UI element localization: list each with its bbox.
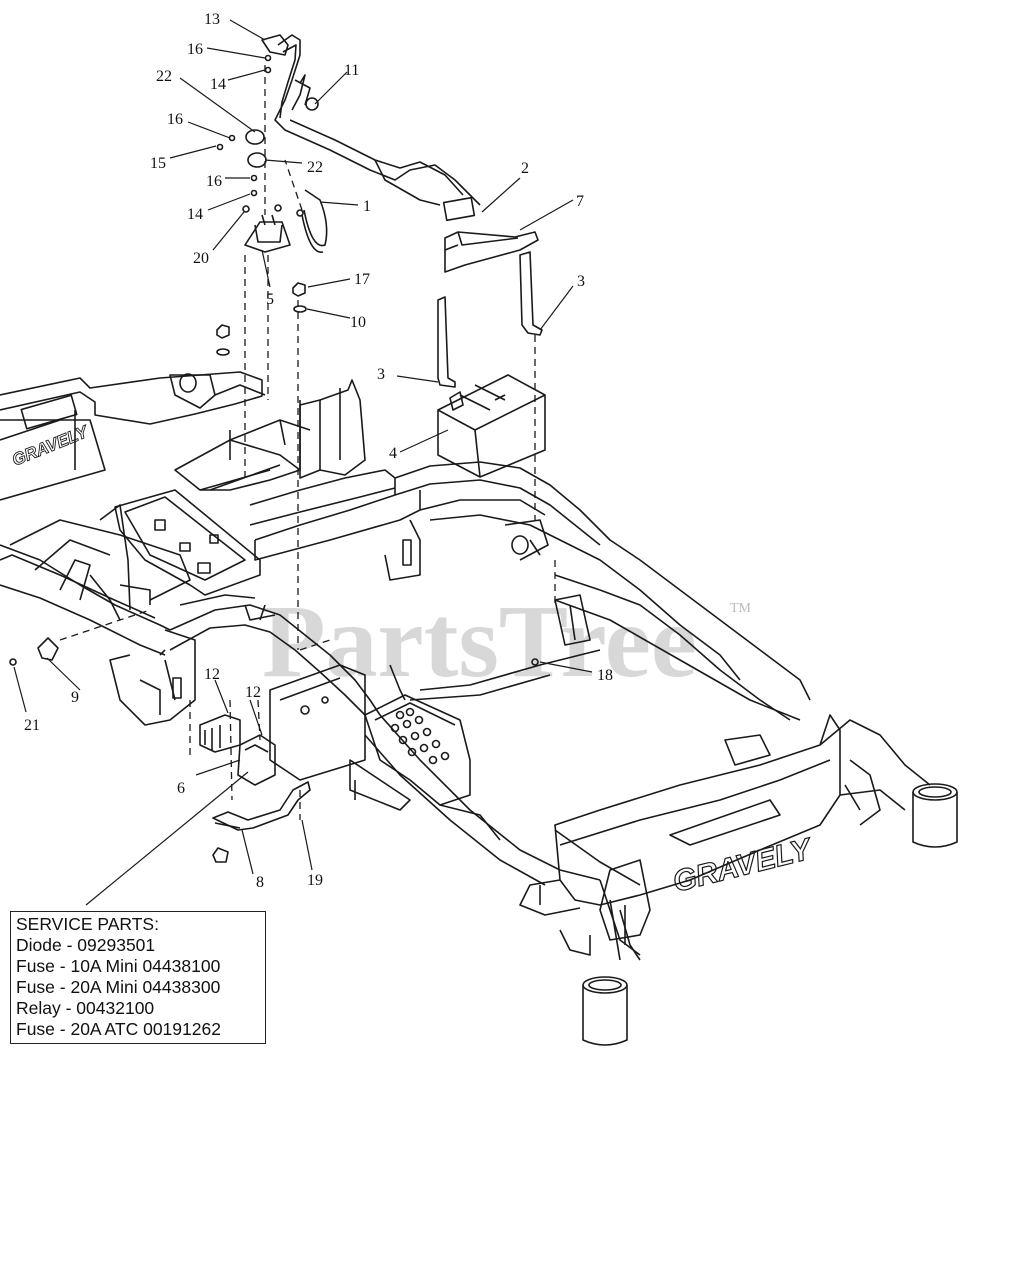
callout-label: 22 — [156, 68, 172, 85]
footplate-holes — [390, 707, 450, 765]
service-part-item: Fuse - 20A Mini 04438300 — [16, 977, 221, 997]
callout-label: 17 — [354, 271, 370, 288]
watermark-tm: TM — [730, 601, 752, 616]
callout-label: 5 — [266, 291, 274, 308]
callout-label: 7 — [576, 193, 584, 210]
callout-label: 13 — [204, 11, 220, 28]
callout-label: 16 — [167, 111, 183, 128]
callout-label: 3 — [577, 273, 585, 290]
callout-label: 14 — [210, 76, 226, 93]
callout-label: 8 — [256, 874, 264, 891]
callout-label: 22 — [307, 159, 323, 176]
assembly-lines — [59, 65, 556, 820]
service-parts-box: SERVICE PARTS: Diode - 09293501 Fuse - 1… — [10, 911, 266, 1044]
brand-left-panel: GRAVELY — [9, 422, 92, 470]
callout-label: 14 — [187, 206, 203, 223]
service-part-item: Relay - 00432100 — [16, 998, 155, 1018]
callout-label: 21 — [24, 717, 40, 734]
service-part-item: Fuse - 10A Mini 04438100 — [16, 956, 221, 976]
callout-label: 16 — [187, 41, 203, 58]
callout-label: 12 — [245, 684, 261, 701]
callout-label: 12 — [204, 666, 220, 683]
service-part-item: Diode - 09293501 — [16, 935, 156, 955]
callout-label: 16 — [206, 173, 222, 190]
callout-label: 20 — [193, 250, 209, 267]
callout-label: 6 — [177, 780, 185, 797]
callout-label: 4 — [389, 445, 397, 462]
callout-label: 18 — [597, 667, 613, 684]
callout-label: 1 — [363, 198, 371, 215]
brand-front-panel: GRAVELY — [670, 832, 817, 899]
callout-label: 19 — [307, 872, 323, 889]
service-parts-heading: SERVICE PARTS: — [16, 914, 159, 934]
callout-label: 10 — [350, 314, 366, 331]
leader-lines — [13, 19, 593, 906]
callout-label: 9 — [71, 689, 79, 706]
callout-label: 2 — [521, 160, 529, 177]
callout-label: 15 — [150, 155, 166, 172]
callout-numbers: 13 16 14 22 16 15 22 16 14 20 5 11 1 2 7… — [24, 11, 613, 891]
callout-label: 3 — [377, 366, 385, 383]
service-part-item: Fuse - 20A ATC 00191262 — [16, 1019, 221, 1039]
frame-drawing — [0, 34, 958, 1046]
callout-label: 11 — [344, 62, 359, 79]
